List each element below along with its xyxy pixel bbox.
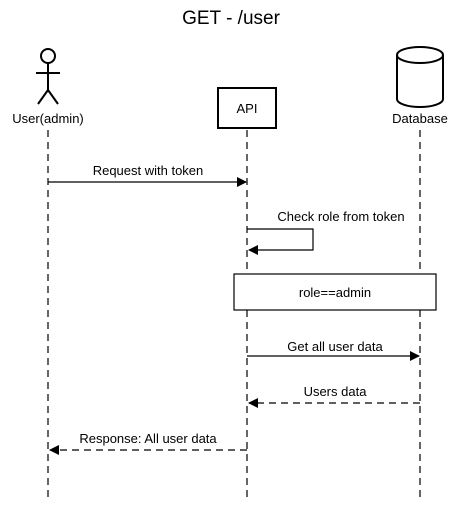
condition-label: role==admin	[299, 285, 371, 300]
condition-box	[233, 273, 437, 311]
message-request-with-token: Request with token	[48, 163, 247, 187]
message-users-data: Users data	[248, 384, 420, 408]
participant-user-label: User(admin)	[12, 111, 84, 126]
participant-api-box	[217, 87, 277, 129]
message-label: Request with token	[93, 163, 204, 178]
message-label: Response: All user data	[79, 431, 217, 446]
database-cylinder-icon	[396, 46, 444, 108]
participant-api-label: API	[237, 101, 258, 116]
actor-stick-figure-icon	[36, 48, 60, 105]
message-get-all-user-data: Get all user data	[247, 339, 420, 361]
message-check-role-from-token: Check role from token	[247, 209, 405, 255]
message-label: Get all user data	[287, 339, 383, 354]
message-label: Users data	[304, 384, 368, 399]
participant-database-label: Database	[392, 111, 448, 126]
diagram-title: GET - /user	[182, 8, 281, 29]
message-label: Check role from token	[277, 209, 404, 224]
message-response-all-user-data: Response: All user data	[49, 431, 247, 455]
